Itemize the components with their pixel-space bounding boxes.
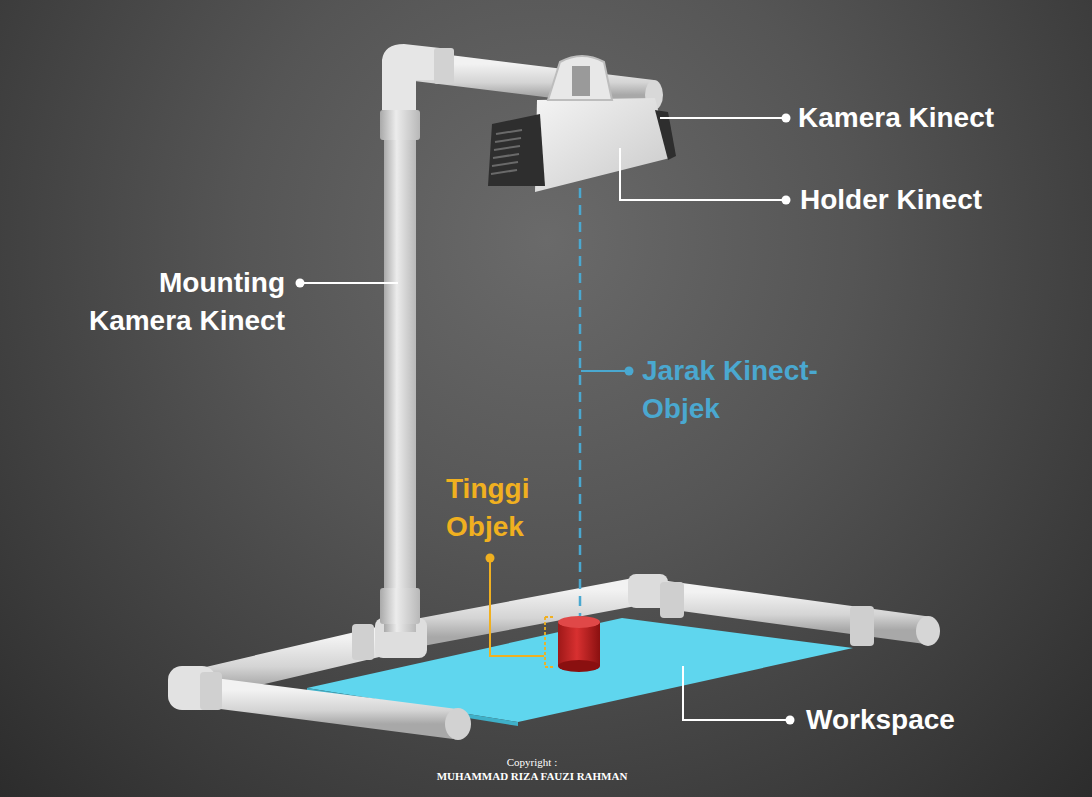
object-top bbox=[558, 616, 600, 628]
pipe-end bbox=[916, 616, 940, 646]
leader-dot bbox=[625, 367, 634, 376]
pipe-post bbox=[384, 80, 416, 632]
pipe bbox=[645, 592, 925, 630]
pipe-joint bbox=[380, 110, 420, 140]
copyright-note: MUHAMMAD RIZA FAUZI RAHMAN bbox=[437, 770, 628, 783]
leader-line bbox=[490, 560, 544, 656]
pipe-elbow bbox=[382, 44, 440, 110]
pipe-joint bbox=[660, 582, 684, 618]
kinect-grille bbox=[491, 130, 522, 174]
dimension-label: Tinggi Objek bbox=[446, 470, 556, 546]
holder-clamp-gap bbox=[572, 66, 590, 96]
part-label: Kamera Kinect bbox=[798, 99, 994, 137]
leader-dot bbox=[782, 196, 791, 205]
copyright-note: Copyright : bbox=[507, 756, 557, 769]
dimension-label: Jarak Kinect-Objek bbox=[642, 352, 852, 428]
pipe-end bbox=[445, 708, 471, 740]
pipe-joint bbox=[434, 48, 454, 84]
leader-line bbox=[581, 370, 627, 372]
part-label: Mounting Kamera Kinect bbox=[65, 264, 285, 340]
height-bracket bbox=[545, 617, 555, 667]
leader-dot bbox=[786, 716, 795, 725]
pipe-joint bbox=[850, 606, 874, 646]
pipe-joint bbox=[200, 672, 222, 710]
leader-dot bbox=[296, 279, 305, 288]
pipe-joint bbox=[380, 588, 420, 624]
leader-dot bbox=[782, 114, 791, 123]
distance-line bbox=[579, 188, 582, 618]
kinect-camera bbox=[488, 114, 545, 186]
pipe-joint bbox=[352, 624, 374, 660]
part-label: Workspace bbox=[806, 701, 955, 739]
object-bottom bbox=[558, 660, 600, 672]
kinect-holder bbox=[535, 98, 670, 192]
pipe bbox=[190, 690, 455, 724]
part-label: Holder Kinect bbox=[800, 181, 982, 219]
holder-clamp bbox=[548, 56, 612, 100]
object-cylinder bbox=[558, 622, 600, 666]
leader-dot bbox=[486, 554, 495, 563]
